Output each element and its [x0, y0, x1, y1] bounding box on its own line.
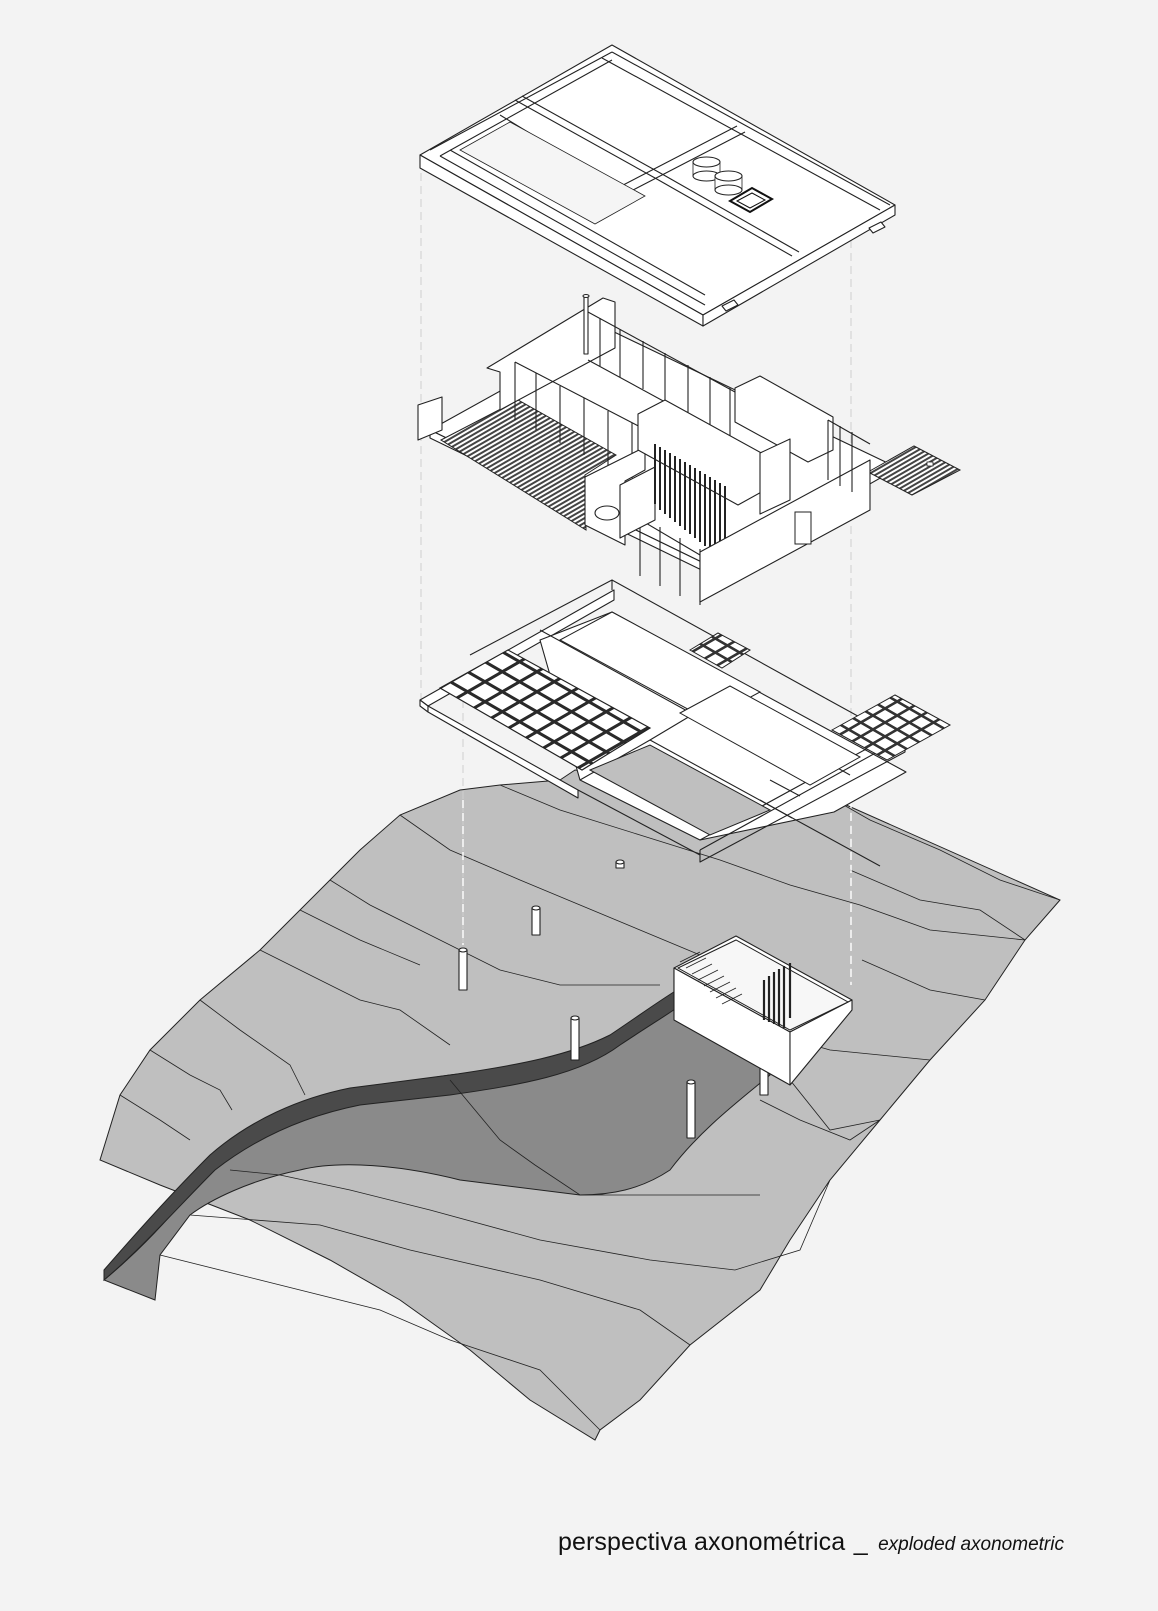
grating-right	[830, 694, 952, 761]
columns	[458, 859, 769, 1139]
roof-layer	[419, 44, 896, 327]
stair-steps	[679, 951, 743, 1005]
terrain-layer	[99, 769, 1061, 1441]
alignment-lines	[420, 160, 852, 985]
roof-beams	[429, 51, 891, 306]
deck-hatch	[926, 461, 934, 467]
grating-left	[438, 649, 652, 771]
floor-structure-layer	[419, 579, 952, 867]
water-tank-2	[714, 170, 743, 196]
skylight	[727, 186, 775, 214]
drawing-caption: perspectiva axonométrica _ exploded axon…	[558, 1528, 1064, 1557]
gutter-spout-side	[868, 221, 886, 234]
stair-volume	[673, 935, 853, 1086]
caption-subtitle: exploded axonometric	[878, 1534, 1064, 1555]
water-tanks	[692, 156, 743, 196]
column-4	[686, 1079, 696, 1139]
door	[794, 511, 812, 545]
living-floor-layer	[417, 293, 962, 605]
caption-separator: _	[853, 1528, 868, 1556]
glazing-right	[827, 419, 871, 492]
living-slats	[654, 444, 726, 562]
column-2	[531, 905, 541, 936]
deck-right	[866, 445, 962, 496]
column-3	[570, 1015, 580, 1061]
water-tank-1	[692, 156, 721, 182]
column-stub	[615, 859, 625, 869]
column-1	[458, 947, 468, 991]
grating-small	[689, 632, 751, 669]
chimney-pipe	[583, 295, 589, 355]
stair-slats	[762, 963, 792, 1028]
bathtub	[594, 505, 620, 521]
gutter-spout-front	[721, 299, 739, 312]
caption-title: perspectiva axonométrica	[558, 1528, 846, 1556]
